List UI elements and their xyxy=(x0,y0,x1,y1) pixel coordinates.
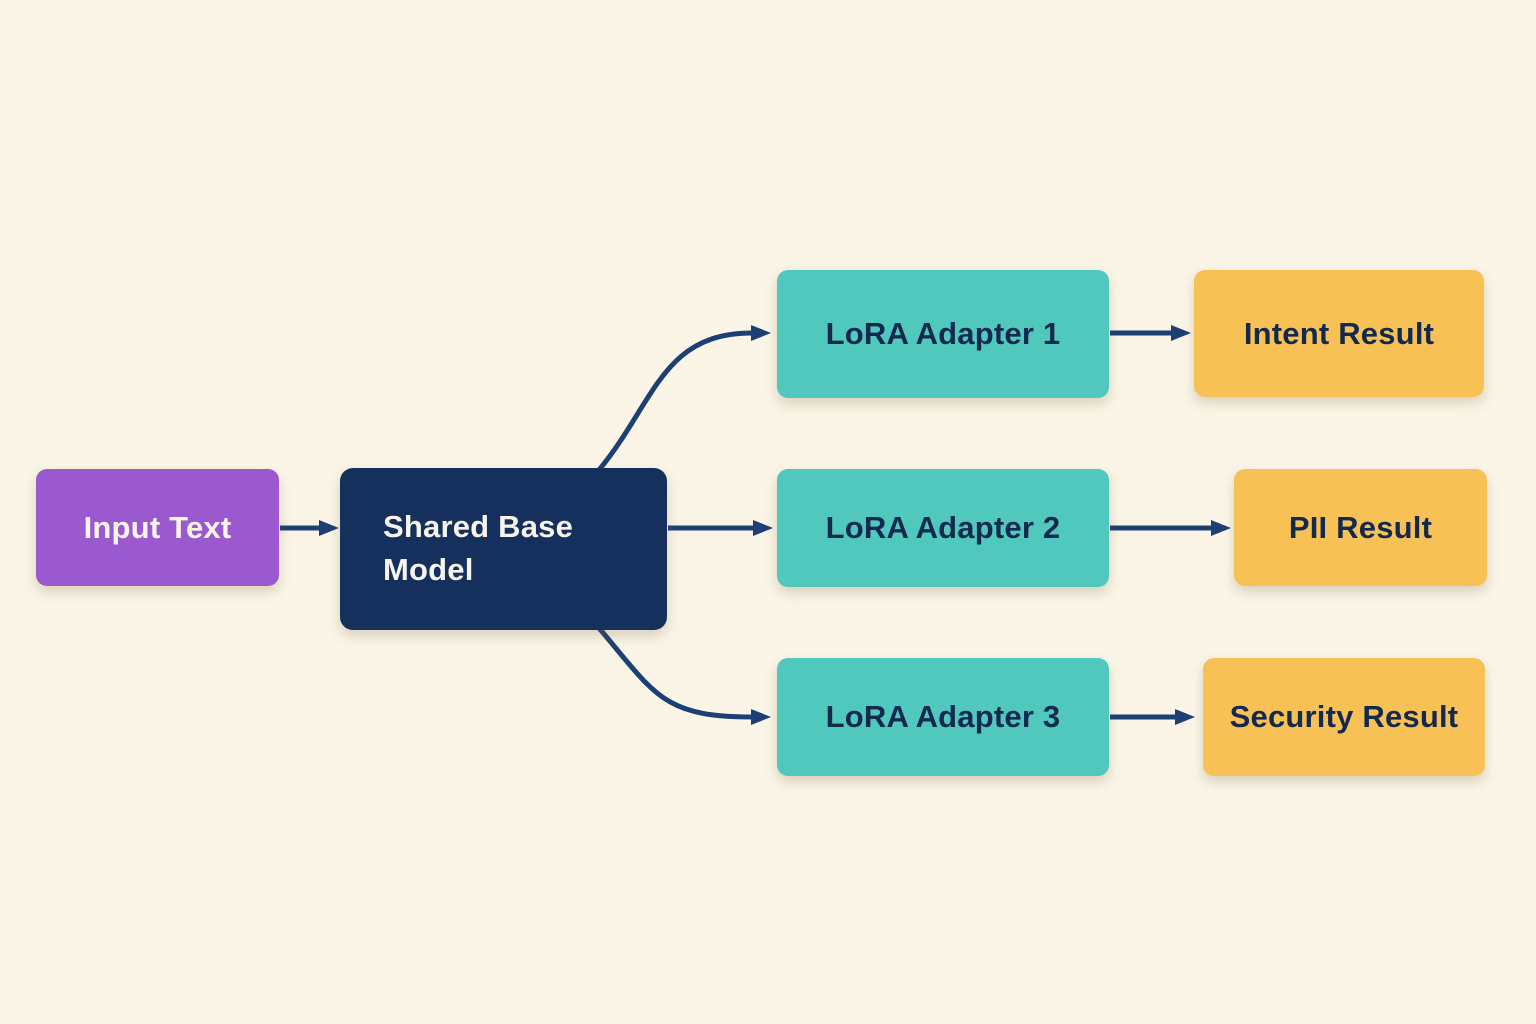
node-shared-base-model: Shared Base Model xyxy=(340,468,667,630)
edge-base-to-adapter1 xyxy=(597,325,771,472)
node-pii-result-label: PII Result xyxy=(1288,509,1433,545)
node-security-result-label: Security Result xyxy=(1229,699,1459,734)
node-input-text: Input Text xyxy=(36,469,279,586)
node-pii-result: PII Result xyxy=(1234,469,1487,586)
edge-base-to-adapter3 xyxy=(597,626,771,725)
node-lora-adapter-1: LoRA Adapter 1 xyxy=(777,270,1109,398)
node-intent-result: Intent Result xyxy=(1194,270,1484,397)
node-lora-adapter-3-label: LoRA Adapter 3 xyxy=(825,699,1061,734)
node-security-result: Security Result xyxy=(1203,658,1485,776)
node-intent-result-label: Intent Result xyxy=(1243,315,1435,351)
node-lora-adapter-2: LoRA Adapter 2 xyxy=(777,469,1109,587)
node-lora-adapter-1-label: LoRA Adapter 1 xyxy=(825,316,1061,351)
node-lora-adapter-3: LoRA Adapter 3 xyxy=(777,658,1109,776)
node-input-text-label: Input Text xyxy=(83,509,232,545)
node-lora-adapter-2-label: LoRA Adapter 2 xyxy=(825,510,1061,545)
node-shared-base-model-label: Shared Base Model xyxy=(383,509,574,587)
